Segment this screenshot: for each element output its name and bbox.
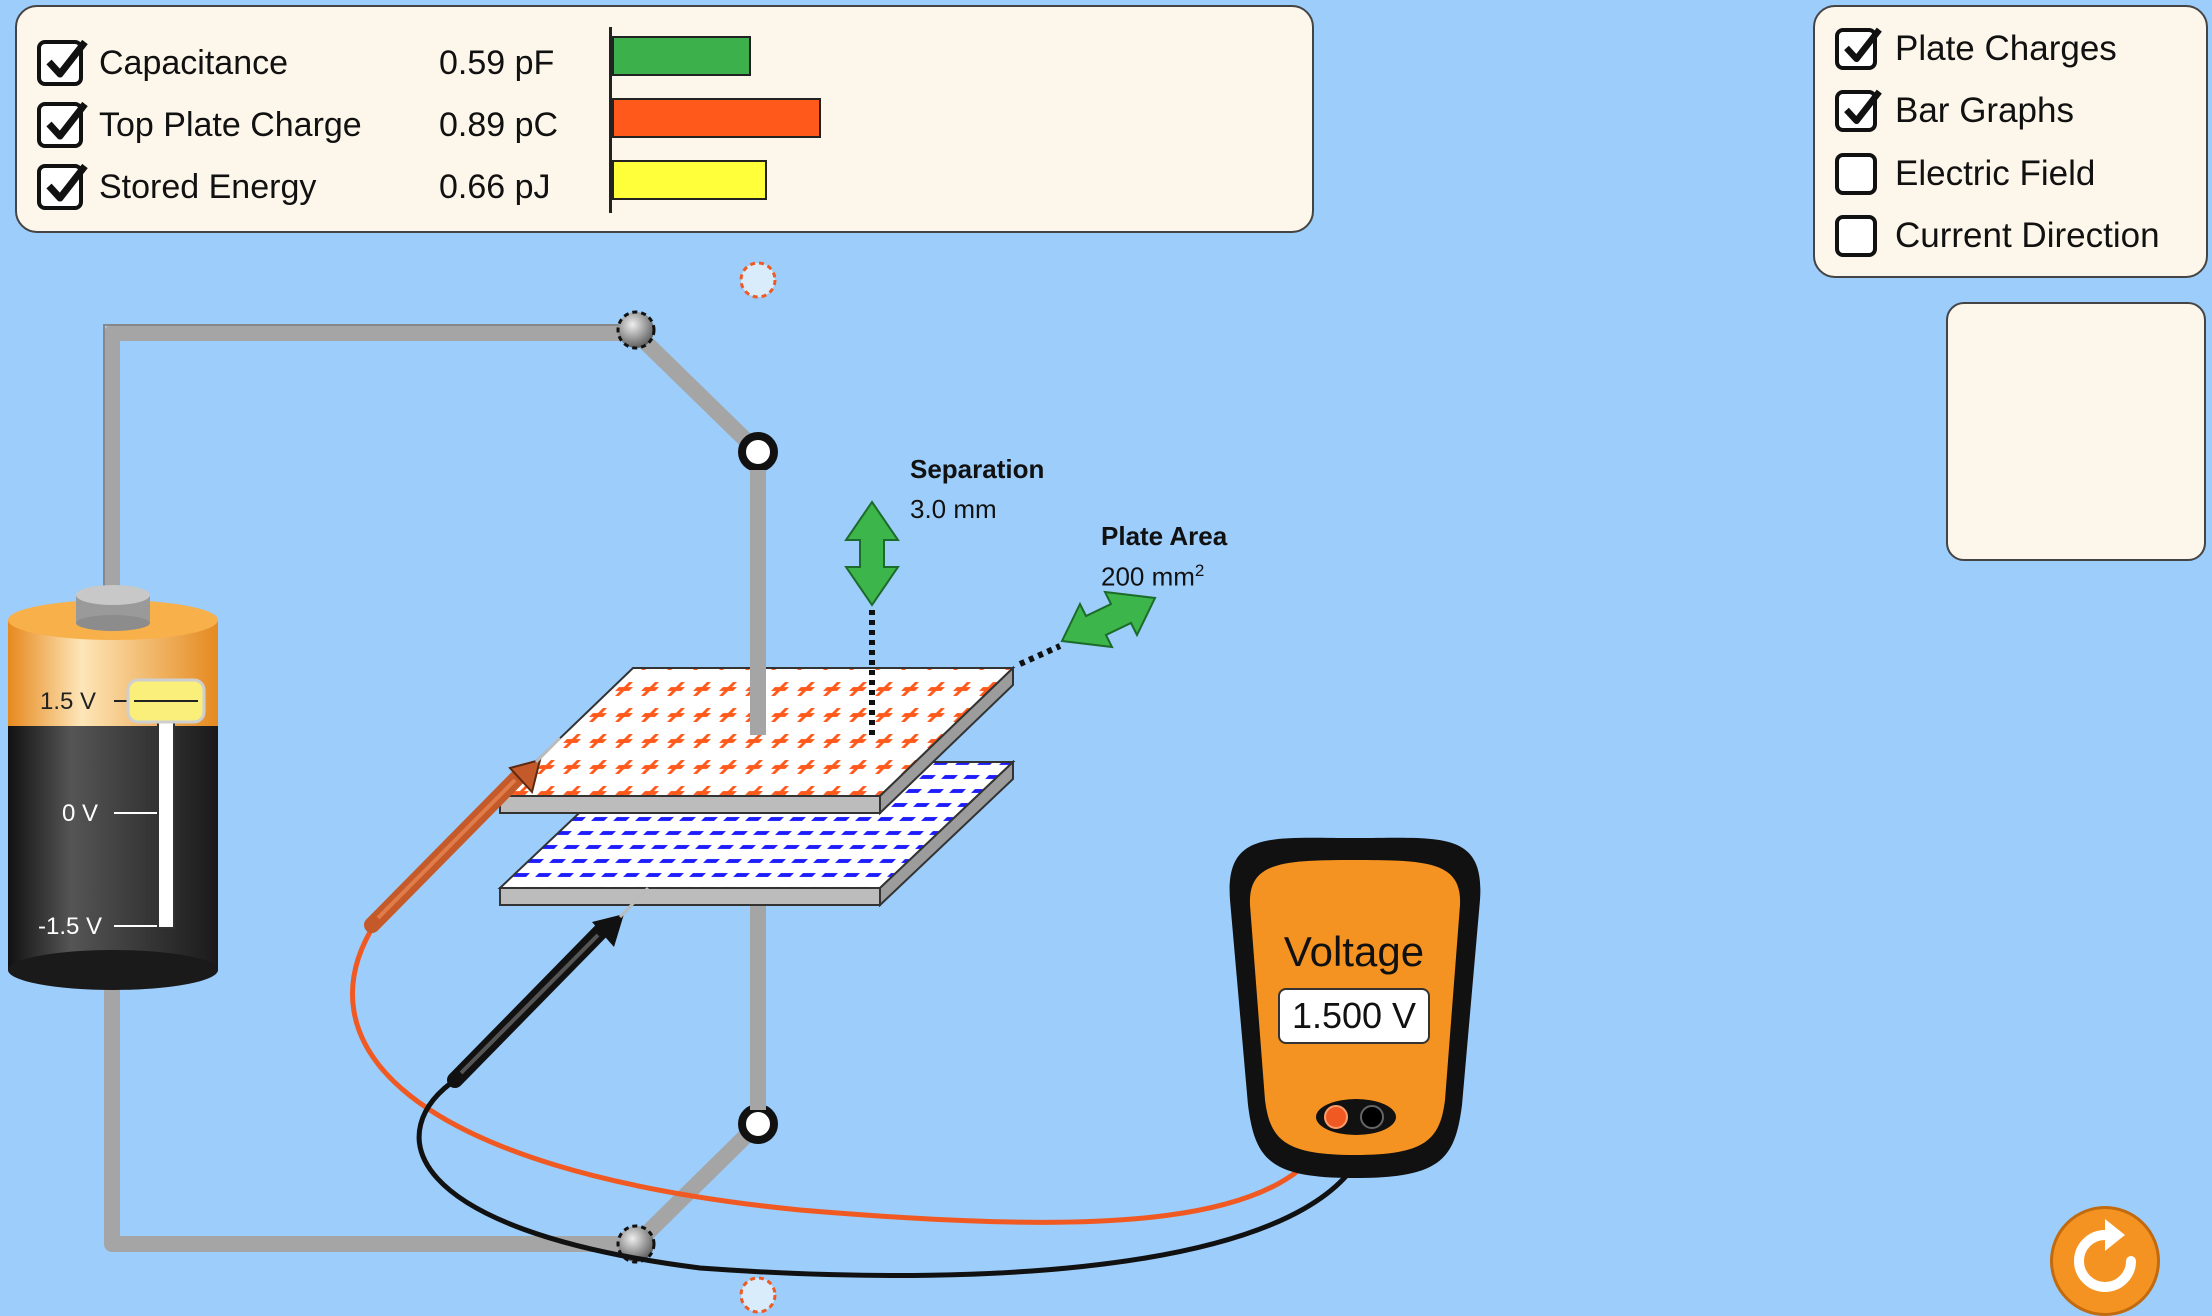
stored-energy-checkbox[interactable] — [37, 163, 88, 210]
red-probe-lead — [350, 920, 1339, 1225]
reset-icon — [2074, 1219, 2136, 1292]
option-plate-charges[interactable]: Plate Charges — [1835, 24, 2117, 74]
switch-hinge-top[interactable] — [616, 310, 656, 350]
current-direction-checkbox[interactable] — [1835, 215, 1877, 257]
battery-label-1.5v: 1.5 V — [40, 688, 97, 715]
plate-area-value: 200 mm2 — [1101, 561, 1205, 592]
electric-field-checkbox[interactable] — [1835, 153, 1877, 195]
battery-label-0v: 0 V — [62, 800, 99, 827]
current-direction-label: Current Direction — [1895, 216, 2160, 255]
reset-button[interactable] — [2050, 1206, 2160, 1316]
top-plate-charge-label: Top Plate Charge — [99, 105, 362, 144]
meters-panel: Capacitance 0.59 pF Top Plate Charge 0.8… — [15, 5, 1314, 233]
option-bar-graphs[interactable]: Bar Graphs — [1835, 86, 2074, 136]
stored-energy-label: Stored Energy — [99, 167, 317, 206]
top-plate-charge-value: 0.89 pC — [439, 105, 559, 144]
capacitance-value: 0.59 pF — [439, 43, 555, 82]
terminal-top — [738, 432, 778, 472]
display-options-panel: Plate Charges Bar Graphs Electric Field … — [1813, 5, 2208, 278]
switch-hinge-bottom[interactable] — [616, 1224, 656, 1264]
black-probe-lead — [416, 1075, 1375, 1278]
voltmeter-black-jack — [1360, 1105, 1384, 1129]
separation-title: Separation — [910, 454, 1045, 484]
capacitance-row: Capacitance 0.59 pF — [37, 33, 589, 93]
capacitance-bar — [612, 36, 751, 76]
voltmeter-reading: 1.500 V — [1278, 988, 1430, 1044]
stored-energy-value: 0.66 pJ — [439, 167, 551, 206]
option-current-direction[interactable]: Current Direction — [1835, 211, 2160, 261]
vertical-double-arrow-icon[interactable] — [844, 500, 900, 607]
plate-charges-checkbox[interactable] — [1835, 27, 1882, 70]
check-icon — [1844, 27, 1882, 63]
stored-energy-bar — [612, 160, 767, 200]
bar-graphs-label: Bar Graphs — [1895, 91, 2074, 130]
separation-value: 3.0 mm — [910, 494, 997, 524]
diagonal-double-arrow-icon[interactable] — [1060, 590, 1157, 649]
voltmeter-title: Voltage — [1283, 928, 1425, 975]
stored-energy-row: Stored Energy 0.66 pJ — [37, 157, 589, 217]
top-plate-charge-bar — [612, 98, 821, 138]
bar-graphs-checkbox[interactable] — [1835, 89, 1882, 132]
red-probe[interactable] — [364, 736, 562, 933]
voltmeter-red-jack — [1324, 1105, 1348, 1129]
empty-panel — [1946, 302, 2206, 561]
black-probe[interactable] — [447, 886, 650, 1088]
plate-charges-label: Plate Charges — [1895, 29, 2117, 68]
check-icon — [46, 163, 88, 202]
capacitance-label: Capacitance — [99, 43, 289, 82]
option-electric-field[interactable]: Electric Field — [1835, 149, 2095, 199]
electric-field-label: Electric Field — [1895, 154, 2096, 193]
top-plate-charge-checkbox[interactable] — [37, 101, 88, 148]
bar-graph-axis — [609, 27, 612, 213]
battery-label-neg-1.5v: -1.5 V — [38, 913, 103, 940]
battery-voltage-slider[interactable] — [126, 678, 206, 724]
plate-area-title: Plate Area — [1101, 521, 1228, 551]
check-icon — [1844, 89, 1882, 125]
check-icon — [46, 39, 88, 78]
check-icon — [46, 101, 88, 140]
switch-target-bottom[interactable] — [739, 1276, 777, 1314]
top-plate-charge-row: Top Plate Charge 0.89 pC — [37, 95, 589, 155]
switch-target-top[interactable] — [739, 261, 777, 299]
capacitance-checkbox[interactable] — [37, 39, 88, 86]
terminal-bottom — [738, 1104, 778, 1144]
